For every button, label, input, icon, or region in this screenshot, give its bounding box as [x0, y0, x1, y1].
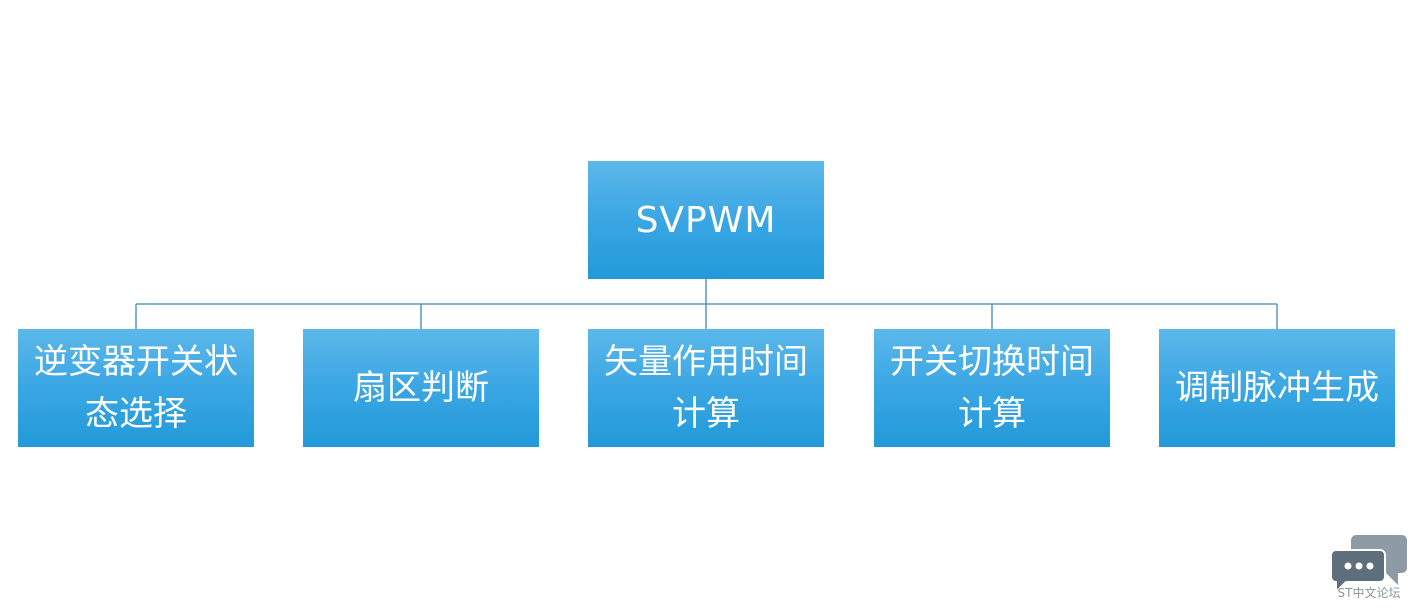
root-node-label: SVPWM — [635, 199, 777, 241]
child-node-label: 逆变器开关状态选择 — [34, 342, 238, 434]
child-node-pulse-generation: 调制脉冲生成 — [1159, 329, 1395, 447]
root-node-svpwm: SVPWM — [588, 161, 824, 279]
child-node-vector-time-calc: 矢量作用时间计算 — [588, 329, 824, 447]
child-node-label: 矢量作用时间计算 — [604, 342, 808, 434]
child-node-label: 调制脉冲生成 — [1175, 368, 1379, 408]
child-node-switching-time-calc: 开关切换时间计算 — [874, 329, 1110, 447]
child-node-sector-judgment: 扇区判断 — [303, 329, 539, 447]
child-node-switch-state-selection: 逆变器开关状态选择 — [18, 329, 254, 447]
child-node-label: 扇区判断 — [353, 368, 489, 408]
child-node-label: 开关切换时间计算 — [890, 342, 1094, 434]
chat-bubbles-icon — [1330, 535, 1407, 595]
watermark-text: ST中文论坛 — [1337, 586, 1401, 600]
